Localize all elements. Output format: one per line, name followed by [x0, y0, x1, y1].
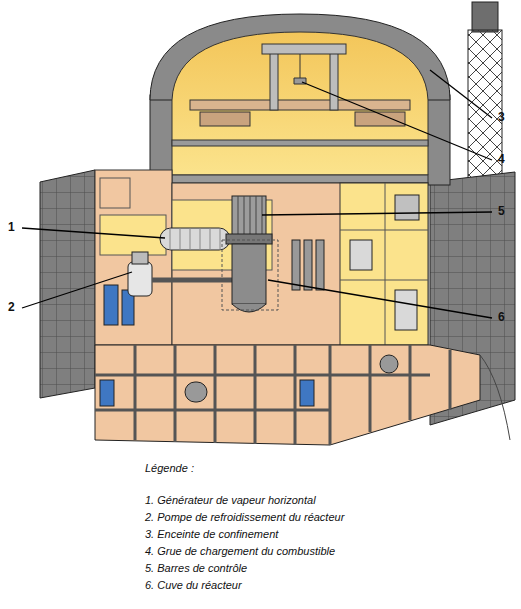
legend-entry: 2. Pompe de refroidissement du réacteur — [145, 511, 344, 523]
callout-number: 6 — [498, 310, 505, 324]
callout-number: 4 — [498, 152, 505, 166]
legend-entry: 5. Barres de contrôle — [145, 562, 247, 574]
legend-entry: 4. Grue de chargement du combustible — [145, 545, 335, 557]
leader-lines — [22, 70, 492, 318]
callout-number: 1 — [8, 220, 15, 234]
callout-number: 5 — [498, 204, 505, 218]
callout-number: 2 — [8, 300, 15, 314]
legend-heading: Légende : — [145, 462, 194, 474]
legend-entry: 6. Cuve du réacteur — [145, 579, 242, 591]
legend-entry: 3. Enceinte de confinement — [145, 528, 278, 540]
callout-number: 3 — [498, 110, 505, 124]
legend-entry: 1. Générateur de vapeur horizontal — [145, 494, 316, 506]
